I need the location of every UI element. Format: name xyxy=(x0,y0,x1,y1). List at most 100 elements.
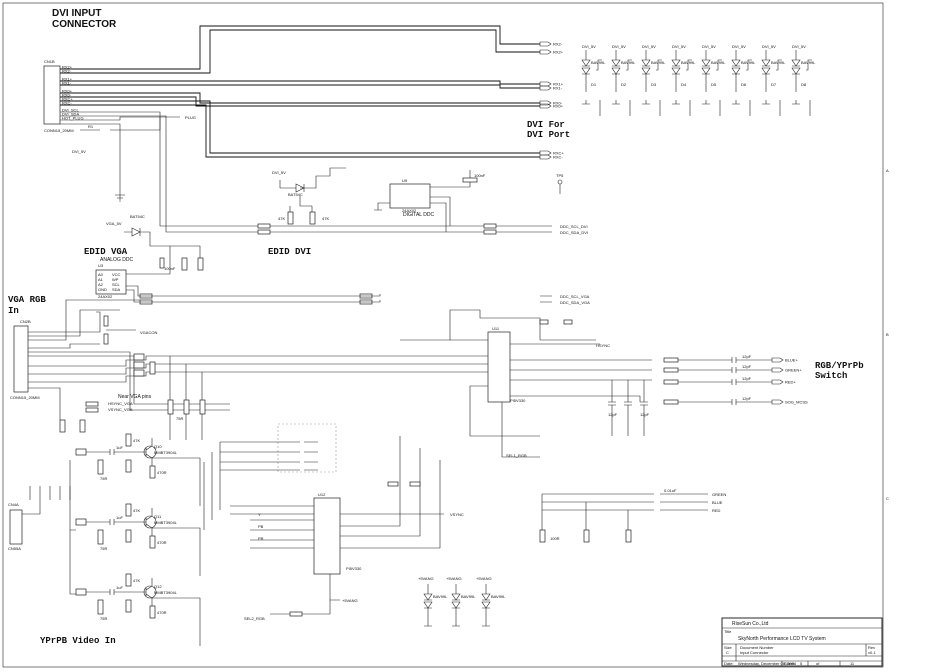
diode-net: +5VANG xyxy=(446,576,462,581)
diode-net: +5VANG xyxy=(476,576,492,581)
u11-ref: U11 xyxy=(492,326,500,331)
c-series xyxy=(678,379,760,385)
diode-symbol xyxy=(611,67,621,75)
bead-fb24 xyxy=(133,353,145,361)
r-series xyxy=(663,379,679,385)
transistor-part: MMBT3904L xyxy=(154,590,178,595)
coupling-cap xyxy=(86,519,140,525)
r-r67 xyxy=(181,257,188,271)
coupling-cap xyxy=(86,589,140,595)
sheet-border xyxy=(2,2,884,668)
diode-symbol xyxy=(761,67,771,75)
net-ddc-sda-vga: DDC_SDA_VGA xyxy=(560,300,590,305)
r-r94 xyxy=(289,611,303,617)
diode-net-label: DVI_5V xyxy=(612,44,626,49)
c133-val: 12pF xyxy=(608,412,618,417)
title-ypbpr-in: YPrPB Video In xyxy=(40,636,116,646)
r-r72 xyxy=(103,315,109,327)
r-r89 xyxy=(85,401,99,407)
dvi-net-label: RX1+ xyxy=(553,82,564,87)
net-green: GREEN xyxy=(712,492,726,497)
r-75 xyxy=(97,599,104,615)
cn2b-ref: CN2B xyxy=(20,319,31,324)
diode-tap xyxy=(806,59,812,71)
r-bias-top xyxy=(125,433,132,447)
title-vga-in: In xyxy=(8,306,19,316)
dvi-pin-label: DVI_SDA xyxy=(62,112,79,117)
net-vgacon: VGACON xyxy=(140,330,157,335)
net-blue: BLUE xyxy=(712,500,723,505)
net-sel2: SEL2_RGB xyxy=(244,616,265,621)
diode-symbol xyxy=(423,593,433,609)
dvi-net-label: RX0+ xyxy=(553,104,564,109)
r-emitter xyxy=(149,535,156,549)
rgb-out-flag xyxy=(760,399,784,405)
c137-val: 0.01uF xyxy=(664,488,677,493)
diode-label: D5 xyxy=(711,82,717,87)
dvi-net-label: RX1- xyxy=(553,86,563,91)
diode-label: D2 xyxy=(621,82,627,87)
u3-pin-label: GND xyxy=(98,287,107,292)
ic-u11 xyxy=(487,331,511,403)
diode-tap xyxy=(776,59,782,71)
dvi-net-flag xyxy=(539,150,552,156)
net-sel1: SEL1_RGB xyxy=(506,453,527,458)
u12-ref: U12 xyxy=(318,492,326,497)
net-dvi5v-left: DVI_5V xyxy=(72,149,86,154)
r-value: 75R xyxy=(100,476,107,481)
diode-symbol xyxy=(731,59,741,67)
tb-title-label: Title xyxy=(724,629,732,634)
tb-size: C xyxy=(726,650,729,655)
d10-ref: BAT54C xyxy=(130,214,145,219)
ic-u12 xyxy=(313,497,341,575)
diode-tap xyxy=(596,59,602,71)
diode-tap xyxy=(686,59,692,71)
caps-c133-c135 xyxy=(608,380,648,436)
diode-net-label: DVI_5V xyxy=(732,44,746,49)
title-edid-dvi: EDID DVI xyxy=(268,247,311,257)
diode-net-label: DVI_5V xyxy=(672,44,686,49)
r-bias-top xyxy=(125,573,132,587)
net-dvi5v-d6: DVI_5V xyxy=(272,170,286,175)
r-r71 xyxy=(103,333,109,345)
dvi-net-labels: RX2-RX2+RX1+RX1-RX0-RX0+RXC+RXC- xyxy=(539,42,564,160)
diode-symbol xyxy=(481,593,491,609)
ic-u9 xyxy=(389,183,431,209)
transistor-part: MMBT3904L xyxy=(154,520,178,525)
diode-tap xyxy=(716,59,722,71)
c-value: 12pF xyxy=(742,396,752,401)
diode-net-label: DVI_5V xyxy=(642,44,656,49)
tb-rev: v0.1 xyxy=(868,650,876,655)
diode-wire xyxy=(582,50,590,105)
dvi-net-label: RX2+ xyxy=(553,50,564,55)
net-hsync-vga: HSYNC_VGA xyxy=(108,401,133,406)
c-c118 xyxy=(387,481,399,487)
diode-label: D8 xyxy=(801,82,807,87)
rgb-out-flag xyxy=(760,379,784,385)
diode-wire xyxy=(762,50,770,105)
tb-doc-label: Document Number xyxy=(740,645,774,650)
c-series xyxy=(678,399,760,405)
r-75 xyxy=(97,459,104,475)
dvi-net-flag xyxy=(539,49,552,55)
video-out-wire xyxy=(152,597,201,646)
diode-symbol xyxy=(791,67,801,75)
diode-part: BAV99L xyxy=(621,60,636,65)
video-net: PB xyxy=(258,524,264,529)
cn1b-part: CONN15_20MM xyxy=(44,128,74,133)
bead xyxy=(75,588,87,596)
border-mark-a: A xyxy=(886,168,889,173)
c-series xyxy=(678,357,760,363)
diode-net-label: DVI_5V xyxy=(762,44,776,49)
rgb-input-coupling xyxy=(539,493,708,543)
r-r63 xyxy=(287,211,294,225)
diode-tap xyxy=(626,59,632,71)
esd-diode-array: DVI_5VBAV99LD1DVI_5VBAV99LD2DVI_5VBAV99L… xyxy=(581,44,816,116)
rgb-out-flag xyxy=(760,367,784,373)
diode-symbol xyxy=(671,59,681,67)
r-r87 xyxy=(183,399,190,415)
bead xyxy=(75,518,87,526)
diode-symbol xyxy=(701,59,711,67)
